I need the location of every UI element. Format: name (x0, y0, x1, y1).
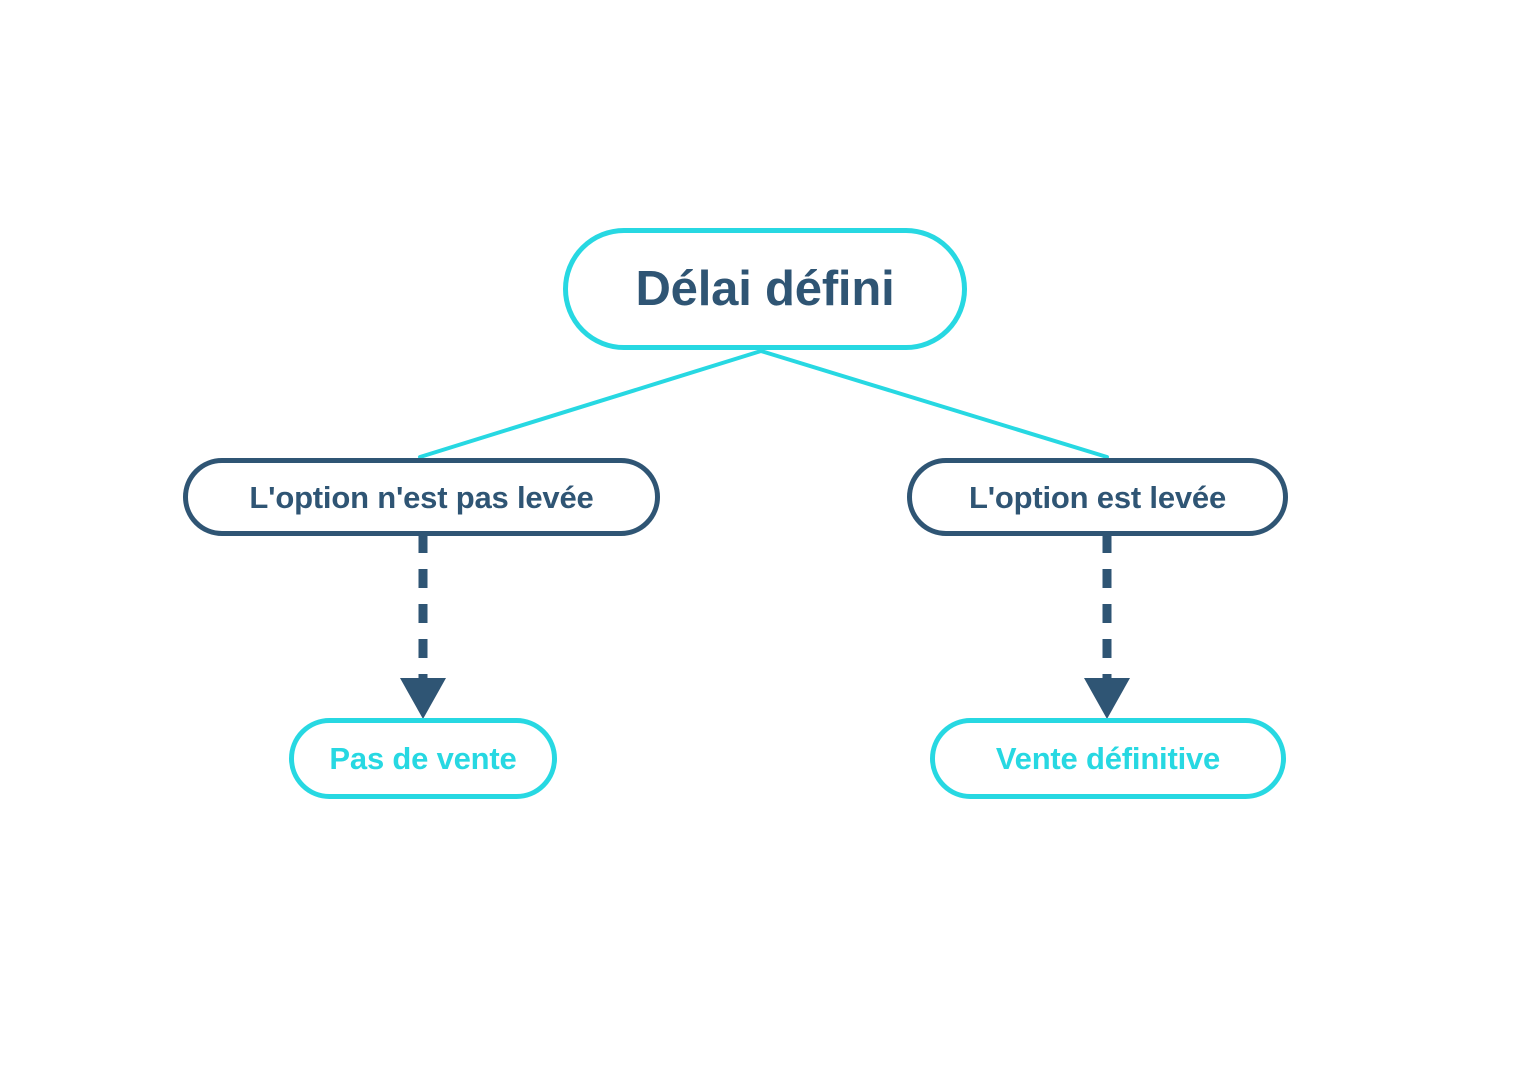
edge-root-to-branch-left (418, 349, 763, 459)
arrowhead-left (400, 678, 446, 719)
node-branch-left-label: L'option n'est pas levée (249, 479, 594, 515)
node-leaf-left-label: Pas de vente (329, 741, 517, 776)
node-vente-definitive[interactable]: Vente définitive (930, 718, 1286, 799)
node-delai-defini[interactable]: Délai défini (563, 228, 967, 350)
node-leaf-right-label: Vente définitive (995, 741, 1221, 776)
node-branch-right-label: L'option est levée (969, 479, 1226, 515)
node-root-label: Délai défini (635, 261, 895, 316)
node-option-non-levee[interactable]: L'option n'est pas levée (183, 458, 660, 536)
node-pas-de-vente[interactable]: Pas de vente (289, 718, 557, 799)
node-option-levee[interactable]: L'option est levée (907, 458, 1288, 536)
arrowhead-right (1084, 678, 1130, 719)
edge-root-to-branch-right (759, 349, 1109, 459)
